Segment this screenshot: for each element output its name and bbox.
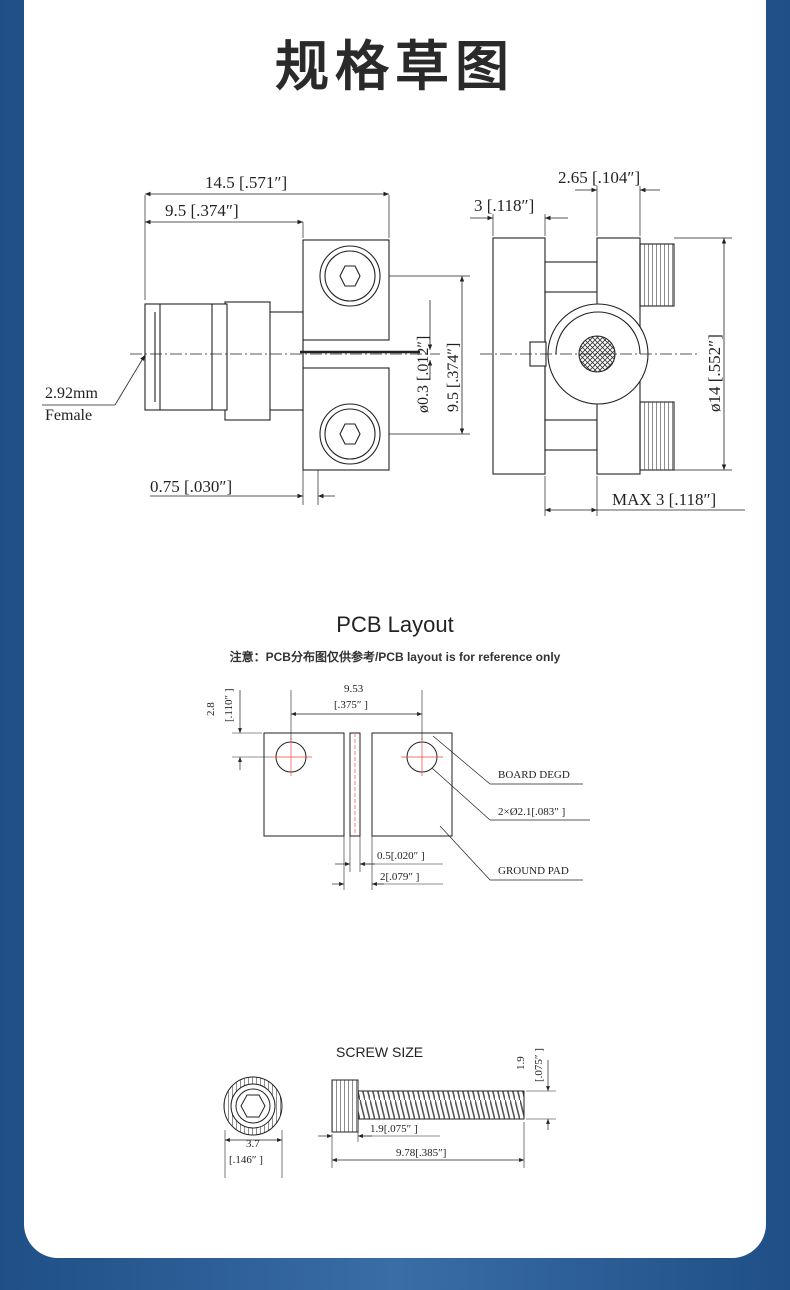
screw-dim-head-inch: [.146″ ]: [229, 1154, 263, 1166]
pcb-layout-title: PCB Layout: [336, 612, 454, 637]
pcb-dim-offset-inch: [.110″ ]: [223, 689, 235, 723]
pcb-layout-note: 注意：PCB分布图仅供参考/PCB layout is for referenc…: [229, 650, 561, 664]
dim-front-max-depth: MAX 3 [.118″]: [612, 490, 716, 509]
pcb-label-ground: GROUND PAD: [498, 865, 569, 877]
screw-dim-head-length: 1.9[.075″ ]: [370, 1123, 418, 1135]
screw-dim-thread: 1.9: [515, 1056, 527, 1070]
screw-dim-total-length: 9.78[.385″]: [396, 1147, 446, 1159]
page-title: 规格草图: [275, 35, 515, 98]
dim-front-pin-offset: 2.65 [.104″]: [558, 168, 640, 187]
dim-front-body-depth: 3 [.118″]: [474, 196, 534, 215]
pcb-dim-gap: 0.5[.020″ ]: [377, 850, 425, 862]
pcb-label-holes: 2×Ø2.1[.083″ ]: [498, 806, 565, 818]
screw-size-title: SCREW SIZE: [336, 1044, 424, 1060]
pcb-dim-offset: 2.8: [205, 702, 217, 716]
connector-side-view: [42, 191, 470, 505]
pcb-dim-trace: 2[.079″ ]: [380, 871, 419, 883]
dim-screw-pitch: 9.5 [.374″]: [445, 343, 462, 412]
screw-dim-thread-inch: [.075″ ]: [533, 1048, 545, 1082]
dim-body-length: 9.5 [.374″]: [165, 201, 239, 220]
screw-drawing: [223, 1060, 556, 1178]
dim-flange-offset: 0.75 [.030″]: [150, 477, 232, 496]
pcb-layout-drawing: [232, 690, 590, 890]
pcb-dim-width-inch: [.375″ ]: [334, 699, 368, 711]
dim-connector-gender: Female: [45, 407, 92, 424]
dim-connector-size: 2.92mm: [45, 385, 98, 402]
pcb-dim-width: 9.53: [344, 683, 364, 695]
content-card: [24, 0, 766, 1258]
dim-pin-diameter: ø0.3 [.012″]: [415, 336, 432, 413]
connector-front-view: [470, 186, 745, 516]
screw-dim-head: 3.7: [246, 1138, 260, 1150]
pcb-label-board: BOARD DEGD: [498, 769, 570, 781]
dim-front-diameter: ø14 [.552″]: [705, 334, 724, 412]
dim-overall-length: 14.5 [.571″]: [205, 173, 287, 192]
